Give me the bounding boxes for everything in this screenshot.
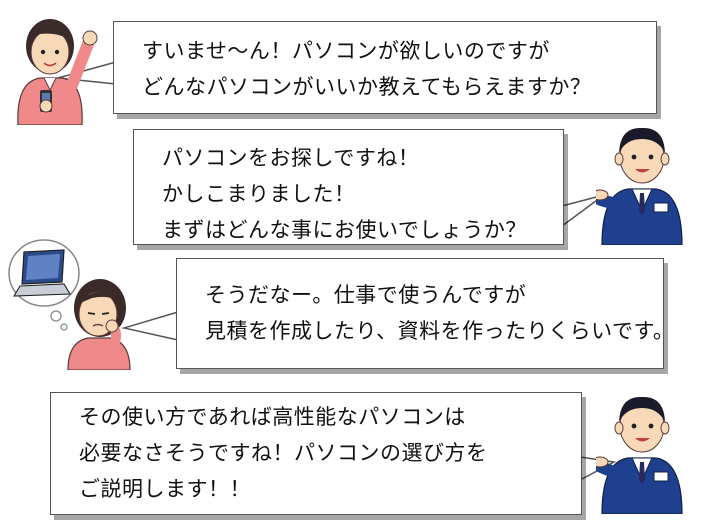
bubble-2-line-1: パソコンをお探しですね！ xyxy=(162,146,420,170)
speech-bubble-clerk-1: パソコンをお探しですね！ かしこまりました！ まずはどんな事にお使いでしょうか？ xyxy=(133,129,564,245)
speech-bubble-clerk-2: その使い方であれば高性能なパソコンは 必要なさそうですね！パソコンの選び方を ご… xyxy=(50,392,582,515)
speech-bubble-customer-1: すいませ～ん！パソコンが欲しいのですが どんなパソコンがいいか教えてもらえますか… xyxy=(113,21,657,114)
shop-clerk-illustration-2 xyxy=(596,396,683,514)
bubble-2-line-2: かしこまりました！ xyxy=(162,182,356,206)
bubble-4-line-3: ご説明します！！ xyxy=(79,477,251,501)
bubble-4-line-1: その使い方であれば高性能なパソコンは xyxy=(79,405,466,429)
bubble-2-line-3: まずはどんな事にお使いでしょうか？ xyxy=(162,218,527,242)
customer-thinking-illustration xyxy=(67,279,131,370)
bubble-3-line-1: そうだなー。仕事で使うんですが xyxy=(205,283,527,307)
speech-bubble-customer-2: そうだなー。仕事で使うんですが 見積を作成したり、資料を作ったりくらいです。 xyxy=(176,258,675,369)
customer-with-phone-illustration xyxy=(17,19,98,125)
laptop-thought-icon xyxy=(13,249,71,297)
bubble-3-line-2: 見積を作成したり、資料を作ったりくらいです。 xyxy=(205,319,675,343)
shop-clerk-illustration-1 xyxy=(596,127,683,245)
bubble-1-line-1: すいませ～ん！パソコンが欲しいのですが xyxy=(142,39,550,63)
bubble-4-line-2: 必要なさそうですね！パソコンの選び方を xyxy=(79,441,488,465)
bubble-1-line-2: どんなパソコンがいいか教えてもらえますか？ xyxy=(142,75,592,99)
thought-bubble-laptop xyxy=(8,239,80,331)
